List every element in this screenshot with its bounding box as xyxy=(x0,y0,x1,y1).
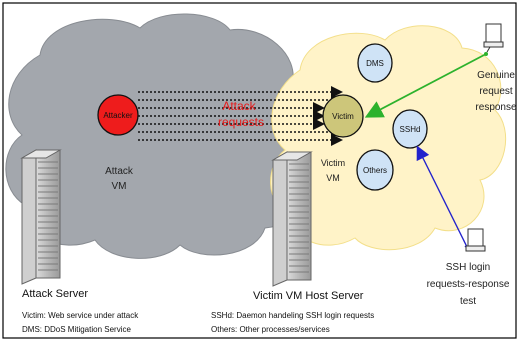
attack-vm-label: Attack xyxy=(105,166,134,177)
genuine-request-label: request xyxy=(479,86,513,97)
victim-node xyxy=(322,94,364,138)
legend-others: Others: Other processes/services xyxy=(211,325,330,334)
legend-sshd: SSHd: Daemon handeling SSH login request… xyxy=(211,311,374,320)
ssh-client-icon xyxy=(465,228,486,252)
victim-vm-label: Victim xyxy=(321,158,345,168)
dms-node xyxy=(357,43,393,83)
attacker-label: Attacker xyxy=(103,111,133,120)
legend-dms: DMS: DDoS Mitigation Service xyxy=(22,325,131,334)
victim-host-server-label: Victim VM Host Server xyxy=(253,290,364,302)
others-node xyxy=(356,149,394,191)
genuine-request-arrow xyxy=(364,53,487,118)
genuine-arrow-endpoint xyxy=(484,52,488,56)
attack-vm-label: VM xyxy=(112,181,127,192)
sshd-label: SSHd xyxy=(400,125,421,134)
attack-vm-cloud xyxy=(5,13,315,259)
attack-server-label: Attack Server xyxy=(22,288,88,300)
ssh-login-label: test xyxy=(460,296,476,307)
genuine-request-label: Genuine xyxy=(477,70,515,81)
legend: Victim: Web service under attack DMS: DD… xyxy=(22,311,374,334)
legend-victim: Victim: Web service under attack xyxy=(22,311,139,320)
attack-traffic-lines xyxy=(138,86,343,146)
attack-requests-label: requests xyxy=(218,115,264,129)
ssh-login-label: requests-response xyxy=(427,279,510,290)
genuine-client-icon xyxy=(483,23,504,53)
victim-vm-label: VM xyxy=(326,173,340,183)
attack-server-icon xyxy=(20,149,62,285)
genuine-request-label: response xyxy=(475,102,517,113)
victim-host-server-icon xyxy=(271,151,313,287)
victim-vm-cloud xyxy=(270,25,507,251)
victim-label: Victim xyxy=(332,112,354,121)
ssh-test-arrow xyxy=(416,145,470,252)
ssh-login-label: SSH login xyxy=(446,262,490,273)
dms-label: DMS xyxy=(366,59,384,68)
attacker-node xyxy=(97,94,139,136)
attack-requests-label: Attack xyxy=(222,99,256,113)
others-label: Others xyxy=(363,166,387,175)
sshd-node xyxy=(392,109,428,149)
